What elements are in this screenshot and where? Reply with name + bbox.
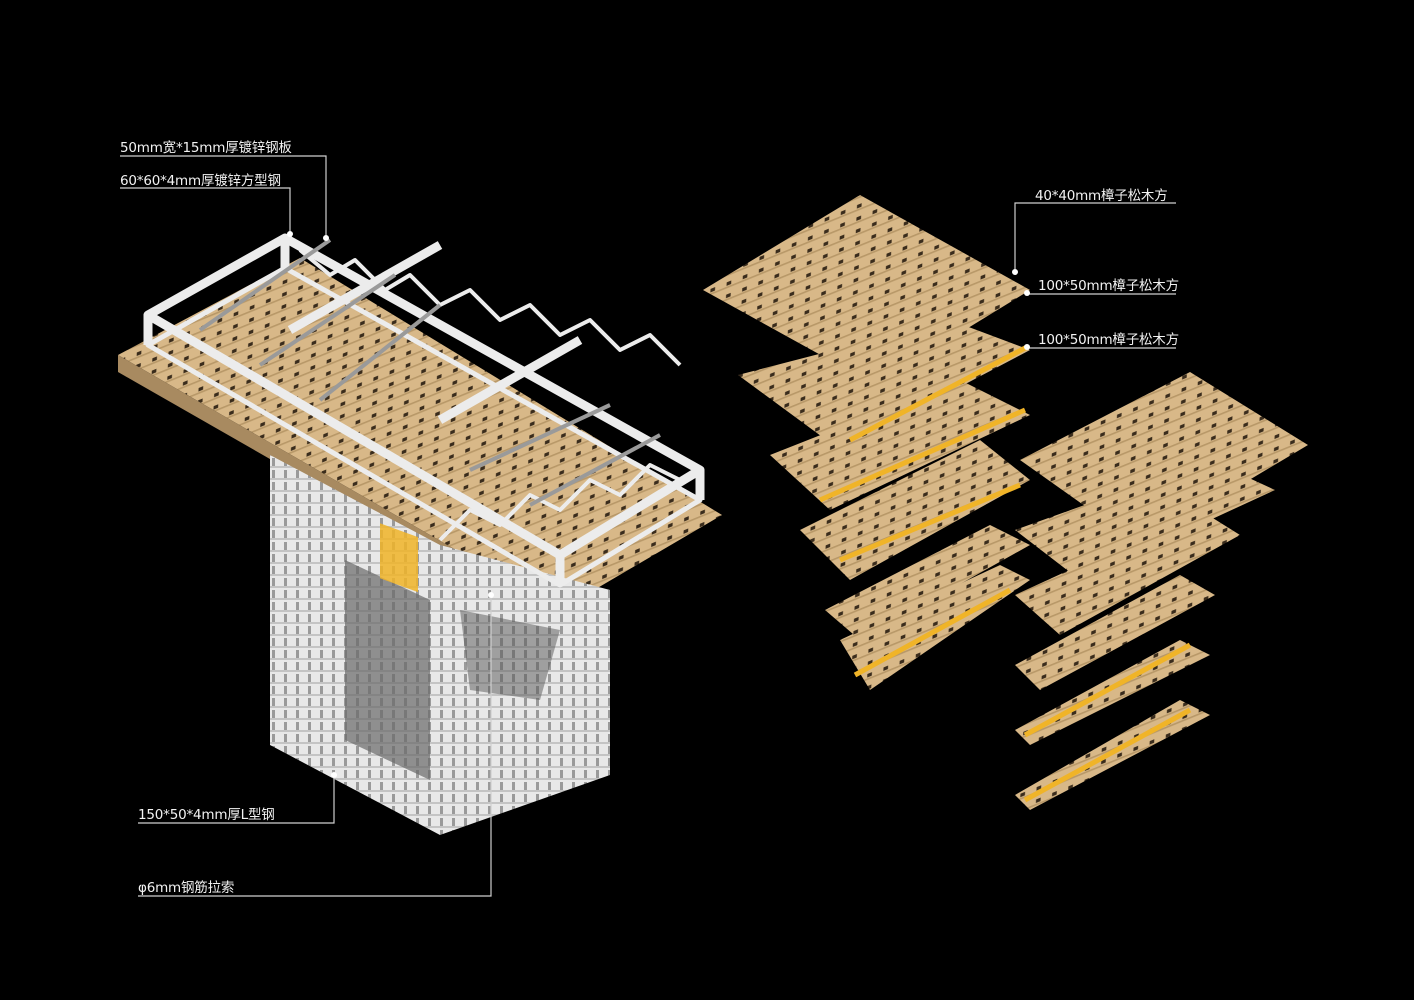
right-leg-shadow: [460, 610, 560, 700]
leader-steel-plate: [120, 155, 327, 238]
steel-plates: [198, 238, 661, 507]
leader-square-steel: [120, 187, 291, 234]
timber-strip: [1015, 575, 1215, 690]
leader-lines: [120, 155, 1176, 897]
label-rebar-cable: φ6mm钢筋拉索: [138, 880, 235, 896]
timber-layer-top: [1020, 372, 1308, 545]
yellow-beam: [848, 344, 1029, 443]
leader-rebar-cable: [138, 595, 492, 897]
exploded-timber-layers: [703, 195, 1308, 810]
timber-layer: [825, 525, 1030, 640]
yellow-beam: [839, 482, 1021, 563]
label-pine-40: 40*40mm樟子松木方: [1035, 188, 1168, 204]
leader-l-steel: [138, 775, 335, 824]
timber-layer: [770, 380, 1030, 510]
leg-opening: [345, 560, 430, 780]
label-pine-100-b: 100*50mm樟子松木方: [1038, 332, 1179, 348]
label-l-steel: 150*50*4mm厚L型钢: [138, 807, 275, 823]
leader-dots: [287, 231, 1030, 778]
timber-layer: [1015, 510, 1240, 635]
steel-truss-frame: [143, 233, 705, 588]
timber-platform: [118, 258, 722, 610]
yellow-beam: [853, 587, 1012, 678]
timber-layer-top: [703, 195, 1030, 385]
yellow-member: [380, 523, 418, 593]
timber-strip: [1015, 640, 1210, 745]
leader-pine-40: [1014, 202, 1176, 272]
yellow-beam: [1023, 642, 1192, 738]
timber-layer: [738, 320, 1030, 450]
timber-layer: [800, 440, 1030, 580]
yellow-beam: [1023, 707, 1192, 803]
label-pine-100-a: 100*50mm樟子松木方: [1038, 278, 1179, 294]
label-steel-plate: 50mm宽*15mm厚镀锌钢板: [120, 140, 292, 156]
label-square-steel: 60*60*4mm厚镀锌方型钢: [120, 173, 281, 189]
steel-timber-structure: [118, 233, 722, 835]
yellow-beam: [818, 407, 1027, 503]
